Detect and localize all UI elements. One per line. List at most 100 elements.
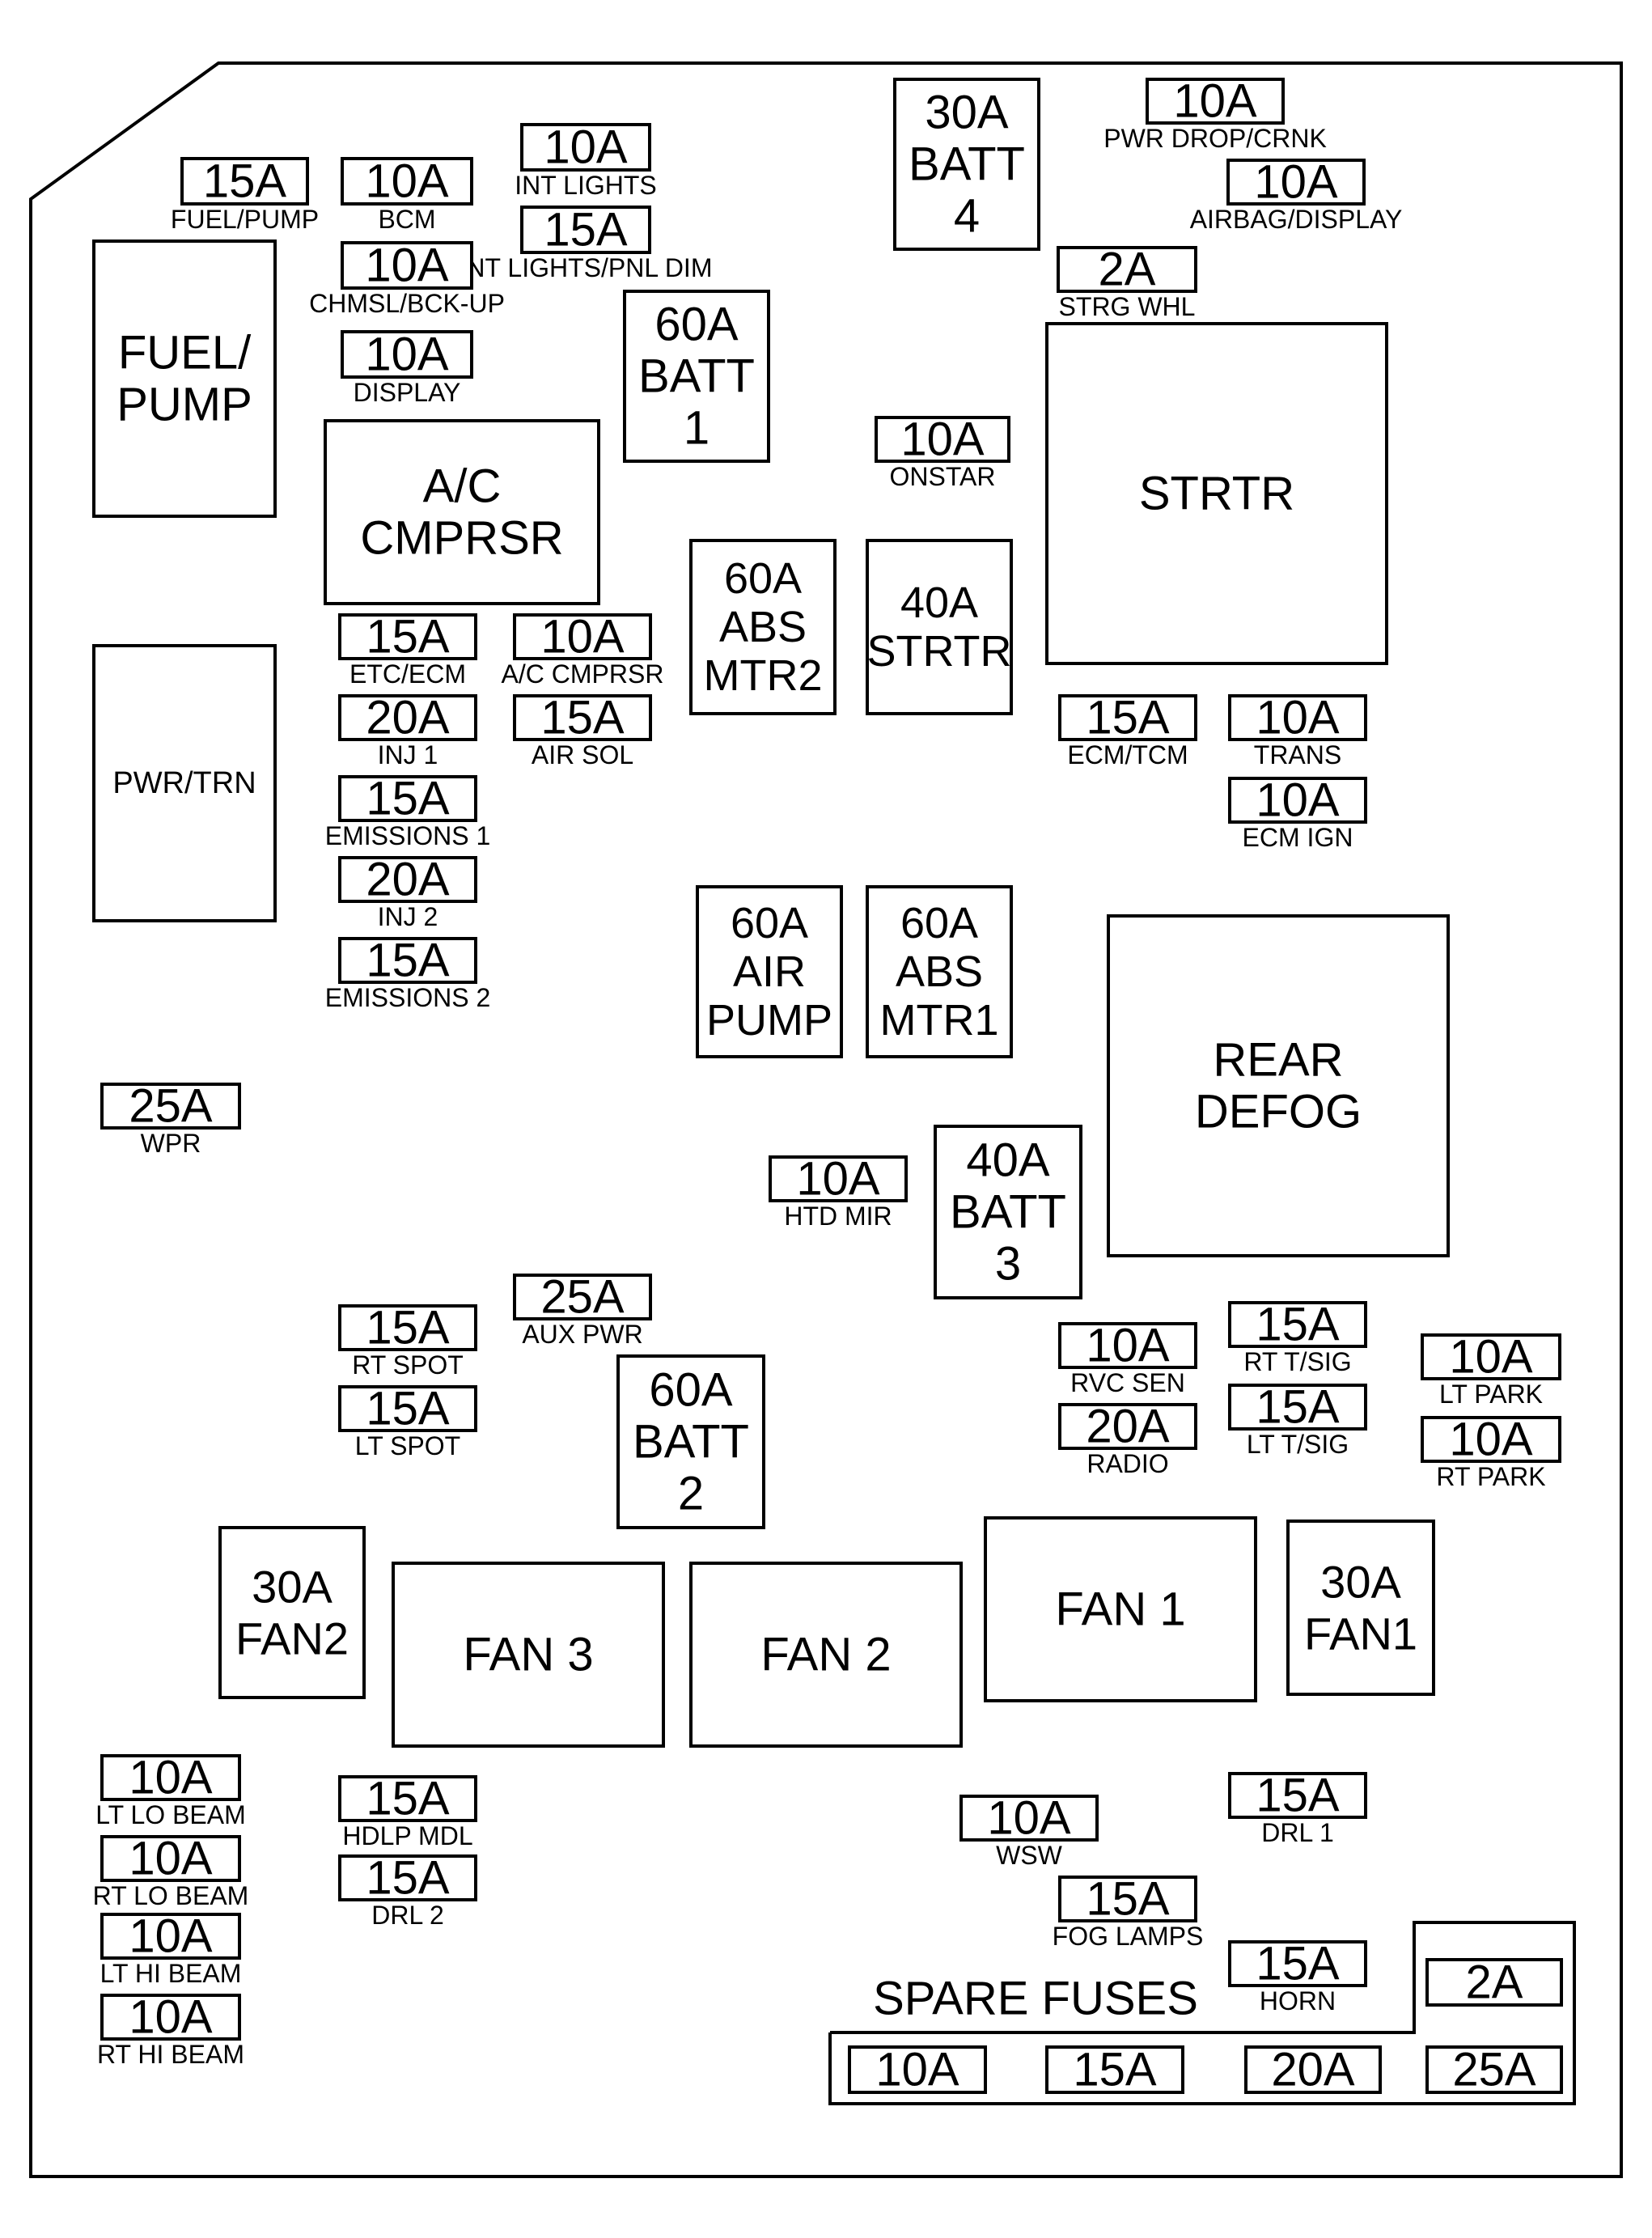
fuse-rating: 10A	[900, 413, 985, 466]
fuse-box	[338, 1385, 477, 1432]
fuse-box	[1228, 777, 1367, 824]
fuse-rating: 10A	[1449, 1331, 1533, 1384]
box-label-line: 2	[678, 1468, 704, 1520]
fuse-box	[1045, 2045, 1184, 2094]
fuse-label: A/C CMPRSR	[502, 659, 664, 689]
fuse-rating: 15A	[366, 773, 450, 825]
fuse-rating: 10A	[987, 1792, 1071, 1845]
spare-fuse-rating: 20A	[1271, 2044, 1355, 2096]
fuse-label: ETC/ECM	[349, 659, 466, 689]
box-label-line: FAN1	[1304, 1609, 1417, 1659]
box-label-line: BATT	[909, 138, 1025, 191]
fuse-rating: 10A	[365, 155, 449, 208]
fuse-box	[1228, 1301, 1367, 1348]
spare-fuse-20a: 20A	[1244, 2044, 1382, 2096]
spare-fuse-rating: 15A	[1073, 2044, 1157, 2096]
fuse-box	[1058, 1876, 1197, 1922]
fuse-box	[848, 2045, 987, 2094]
box-outline	[92, 644, 277, 922]
fuse-label: INT LIGHTS	[515, 171, 656, 200]
fuse-rating: 15A	[366, 1852, 450, 1905]
fuse-rating: 25A	[129, 1080, 213, 1133]
box-label-line: 60A	[900, 899, 978, 947]
spare-fuse-2a: 2A	[1425, 1956, 1563, 2009]
fuse-box	[341, 241, 473, 290]
box-label-line: MTR2	[704, 651, 823, 700]
fuse-box	[338, 1775, 477, 1822]
fuse-label: RT SPOT	[352, 1350, 464, 1380]
fuse-rating: 15A	[366, 1773, 450, 1825]
fuse-label: AUX PWR	[522, 1320, 642, 1349]
box-outline	[689, 539, 837, 715]
fuse-rating: 15A	[366, 1383, 450, 1435]
box-label-line: PUMP	[706, 996, 832, 1045]
fuse-label: AIRBAG/DISPLAY	[1190, 205, 1403, 234]
fuse-box	[1228, 1940, 1367, 1987]
fuse-rating: 15A	[366, 611, 450, 663]
box-label-line: FUEL/	[118, 327, 252, 379]
fuse-rating: 20A	[366, 854, 450, 906]
box-label-line: ABS	[719, 603, 807, 651]
fuse-box	[100, 1835, 241, 1882]
fuse-box	[1421, 1416, 1561, 1463]
fuse-rating: 10A	[129, 1752, 213, 1804]
fuse-label: RADIO	[1087, 1449, 1168, 1478]
fuse-label: LT LO BEAM	[95, 1800, 246, 1829]
box-outline	[392, 1562, 665, 1748]
fuse-label: STRG WHL	[1059, 292, 1196, 321]
strtr-relay: STRTR	[1045, 322, 1388, 665]
fuse-label: EMISSIONS 1	[325, 821, 491, 850]
box-label-line: STRTR	[1139, 468, 1294, 520]
fuse-box	[959, 1795, 1099, 1842]
box-label-line: 30A	[925, 87, 1009, 139]
fuse-rating: 15A	[1256, 1381, 1340, 1434]
fuse-label: RT LO BEAM	[93, 1881, 249, 1910]
fuse-label: LT PARK	[1439, 1380, 1543, 1409]
box-label-line: PWR/TRN	[112, 766, 256, 800]
box-label-line: REAR	[1213, 1034, 1343, 1087]
fuse-box	[338, 775, 477, 822]
box-label-line: 60A	[654, 299, 739, 351]
fuse-label: LT T/SIG	[1247, 1430, 1349, 1459]
fuse-box	[1057, 246, 1197, 293]
fuse-label: WPR	[141, 1129, 201, 1158]
fuse-rating: 10A	[544, 121, 628, 174]
box-label-line: FAN 2	[760, 1629, 891, 1681]
box-outline	[893, 78, 1040, 251]
fuse-label: LT HI BEAM	[100, 1959, 242, 1988]
fuse-label: RT T/SIG	[1243, 1347, 1351, 1376]
fuse-rating: 15A	[1256, 1938, 1340, 1990]
fuse-label: INJ 1	[378, 740, 438, 769]
box-outline	[934, 1125, 1082, 1299]
fuse-box	[513, 1274, 652, 1320]
spare-fuse-rating: 25A	[1452, 2044, 1536, 2096]
fuse-box	[1228, 1772, 1367, 1819]
